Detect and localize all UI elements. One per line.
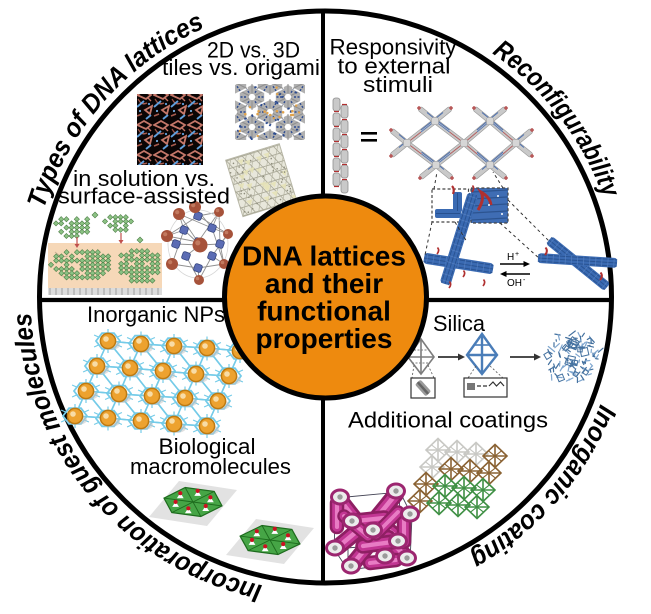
svg-text:DNA lattices: DNA lattices	[242, 241, 406, 272]
svg-text:functional: functional	[257, 296, 391, 327]
svg-text:properties: properties	[256, 323, 393, 354]
svg-text:H: H	[507, 252, 514, 263]
svg-text:macromolecules: macromolecules	[130, 454, 291, 479]
svg-text:Additional coatings: Additional coatings	[348, 408, 548, 433]
svg-text:Silica: Silica	[433, 311, 486, 336]
svg-text:surface-assisted: surface-assisted	[58, 184, 230, 209]
svg-text:tiles vs. origami: tiles vs. origami	[162, 55, 320, 80]
svg-text:OH: OH	[507, 278, 522, 289]
svg-text:+: +	[515, 251, 519, 258]
svg-text:Inorganic NPs: Inorganic NPs	[87, 302, 225, 327]
svg-text:and their: and their	[265, 268, 383, 299]
svg-text:stimuli: stimuli	[363, 72, 433, 97]
